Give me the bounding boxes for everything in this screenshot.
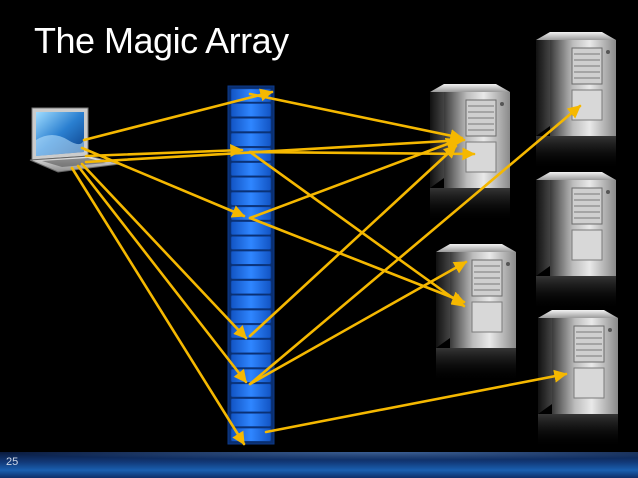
array-cell bbox=[230, 221, 272, 236]
server-icon-5 bbox=[537, 309, 619, 449]
array-cell bbox=[230, 280, 272, 295]
array-cell bbox=[230, 294, 272, 309]
arrow-array-to-server-2c bbox=[248, 260, 468, 386]
arrow-laptop-to-array-4 bbox=[80, 162, 248, 340]
arrow-laptop-to-array-1 bbox=[82, 88, 274, 142]
array-cell bbox=[230, 412, 272, 427]
laptop-icon bbox=[29, 107, 121, 173]
array-cell bbox=[230, 118, 272, 132]
arrow-laptop-to-array-6 bbox=[70, 166, 246, 446]
array-cell bbox=[230, 177, 272, 191]
server-icon-2 bbox=[435, 243, 517, 383]
array-cell bbox=[230, 383, 272, 398]
storage-array-icon bbox=[227, 85, 275, 445]
arrow-laptop-to-array-3 bbox=[80, 146, 246, 218]
array-cell bbox=[230, 132, 272, 147]
array-cell bbox=[230, 250, 272, 265]
array-cell bbox=[230, 353, 272, 368]
array-cell bbox=[230, 339, 272, 354]
arrow-array-to-server-2a bbox=[248, 150, 466, 308]
slide-title: The Magic Array bbox=[34, 20, 289, 61]
array-cell bbox=[230, 398, 272, 413]
array-cell bbox=[230, 236, 272, 250]
arrow-group bbox=[70, 88, 582, 446]
array-cell bbox=[230, 191, 272, 206]
arrow-laptop-to-array-2 bbox=[84, 143, 244, 158]
arrow-array-to-server-3 bbox=[248, 104, 582, 386]
arrow-array-to-server-5 bbox=[264, 369, 568, 434]
arrow-array-to-server-2b bbox=[248, 216, 466, 304]
array-cell bbox=[230, 103, 272, 117]
footer-band bbox=[0, 452, 638, 478]
array-cell bbox=[230, 265, 272, 280]
page-number: 25 bbox=[6, 456, 19, 468]
arrow-array-to-server-1c bbox=[248, 138, 460, 220]
server-icon-3 bbox=[535, 31, 617, 171]
arrow-array-to-server-1d bbox=[248, 144, 458, 338]
arrow-array-to-server-1a bbox=[248, 92, 464, 142]
array-cell bbox=[230, 162, 272, 177]
server-icon-4 bbox=[535, 171, 617, 311]
arrow-laptop-to-array-5 bbox=[76, 164, 248, 384]
arrow-array-to-server-1b bbox=[248, 147, 476, 161]
